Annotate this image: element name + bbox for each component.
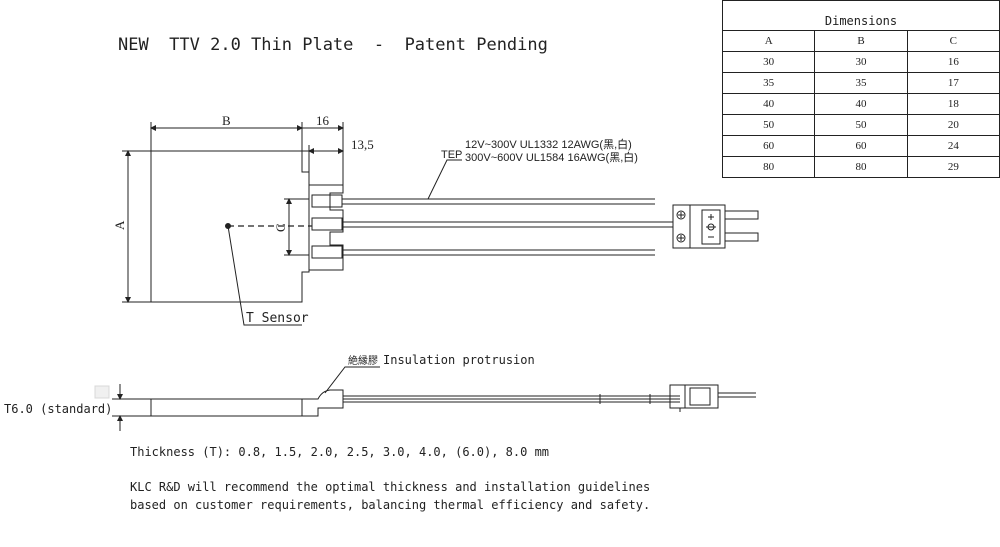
dim-c-label: C: [273, 223, 288, 232]
connector-body: [672, 204, 726, 249]
dimensions-table: Dimensions A B C 30 30 16 35 35 17 40 40…: [721, 0, 1000, 178]
wire-slot-top: [311, 194, 343, 208]
thickness-marker-box: [94, 385, 110, 399]
page-title: NEW TTV 2.0 Thin Plate - Patent Pending: [118, 35, 548, 55]
side-plate: [150, 398, 303, 417]
table-cell: 17: [906, 72, 1000, 94]
table-cell: 40: [814, 93, 908, 115]
table-row: 60 60 24: [721, 135, 1000, 157]
table-column-row: A B C: [721, 30, 1000, 52]
table-cell: 80: [721, 156, 816, 178]
table-cell: 16: [906, 51, 1000, 73]
table-header: Dimensions: [722, 0, 1000, 31]
table-cell: 18: [906, 93, 1000, 115]
table-cell: 29: [906, 156, 1000, 178]
table-row: 80 80 29: [721, 156, 1000, 178]
dim-13-5-label: 13,5: [351, 137, 374, 152]
t-sensor-label: T Sensor: [246, 311, 309, 326]
table-cell: 60: [721, 135, 816, 157]
table-cell: 30: [814, 51, 908, 73]
column-header-b: B: [814, 30, 908, 52]
thickness-standard-label: T6.0 (standard): [4, 402, 112, 416]
side-view: [112, 366, 756, 431]
table-row: 40 40 18: [721, 93, 1000, 115]
column-header-c: C: [906, 30, 1000, 52]
recommendation-line-2: based on customer requirements, balancin…: [130, 498, 650, 512]
table-cell: 24: [906, 135, 1000, 157]
tep-label: TEP: [441, 149, 462, 161]
recommendation-line-1: KLC R&D will recommend the optimal thick…: [130, 480, 650, 494]
table-cell: 40: [721, 93, 816, 115]
table-cell: 35: [721, 72, 816, 94]
table-cell: 80: [814, 156, 908, 178]
insulation-cn-label: 絶縁膠: [348, 354, 378, 367]
wire-slot-bottom: [311, 245, 343, 259]
insulation-en-label: Insulation protrusion: [383, 353, 535, 367]
wire-slot-mid: [311, 217, 343, 231]
top-view: [122, 122, 759, 326]
table-cell: 20: [906, 114, 1000, 136]
dim-a-label: A: [112, 220, 127, 230]
table-cell: 60: [814, 135, 908, 157]
wire-spec-2: 300V~600V UL1584 16AWG(黑,白): [465, 150, 638, 164]
table-row: 30 30 16: [721, 51, 1000, 73]
table-row: 35 35 17: [721, 72, 1000, 94]
lead-housing: [302, 150, 344, 272]
table-cell: 30: [721, 51, 816, 73]
table-row: 50 50 20: [721, 114, 1000, 136]
table-cell: 50: [721, 114, 816, 136]
table-cell: 35: [814, 72, 908, 94]
table-cell: 50: [814, 114, 908, 136]
column-header-a: A: [721, 30, 816, 52]
thickness-note: Thickness (T): 0.8, 1.5, 2.0, 2.5, 3.0, …: [130, 445, 549, 459]
dim-b-label: B: [222, 113, 231, 128]
dim-16-label: 16: [316, 113, 330, 128]
wire-spec-1: 12V~300V UL1332 12AWG(黑,白): [465, 137, 632, 151]
table-header-row: Dimensions: [722, 0, 1000, 31]
